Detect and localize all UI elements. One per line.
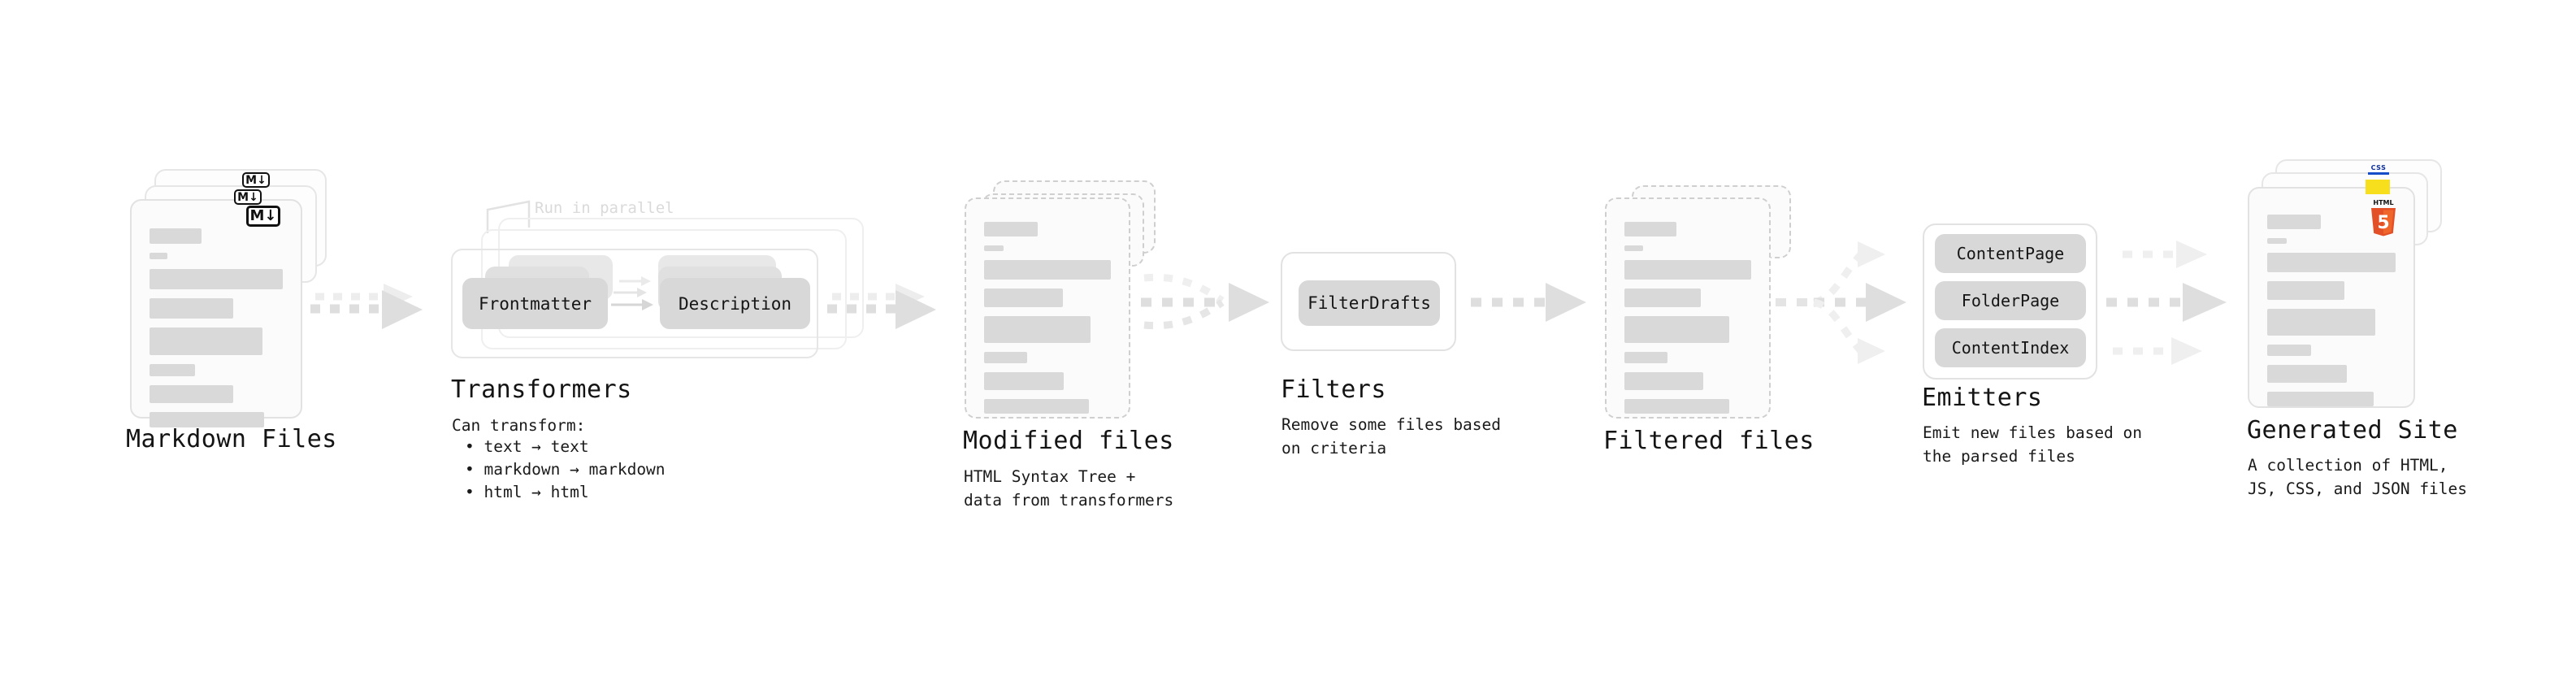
transformer-pill-description[interactable]: Description	[660, 278, 810, 329]
placeholder-bar	[150, 327, 263, 355]
markdown-icon-arrow: ↓	[264, 207, 277, 224]
transformers-bullet-0: • text → text	[465, 437, 589, 456]
modified-files-description: HTML Syntax Tree + data from transformer…	[964, 467, 1174, 510]
markdown-icon-back-1: M↓	[234, 189, 262, 205]
emitter-pill-folderpage[interactable]: FolderPage	[1935, 281, 2086, 320]
placeholder-bar	[2267, 392, 2374, 406]
markdown-icon-arrow: ↓	[249, 190, 258, 204]
filtered-card-front	[1605, 197, 1771, 419]
caption-filtered-files: Filtered files	[1603, 427, 1815, 455]
placeholder-bar	[150, 253, 167, 259]
caption-transformers: Transformers	[451, 375, 632, 404]
placeholder-bar	[1624, 372, 1703, 390]
placeholder-bar	[2267, 365, 2347, 383]
transformer-container-front	[451, 249, 818, 358]
placeholder-bar	[984, 222, 1038, 236]
placeholder-bar	[2267, 281, 2344, 300]
css-badge-label: CSS	[2370, 164, 2387, 171]
placeholder-bar	[1624, 316, 1730, 343]
placeholder-bar	[150, 228, 202, 244]
emitters-description: Emit new files based on the parsed files	[1923, 423, 2143, 466]
markdown-icon-letter: M	[249, 207, 265, 224]
emitter-pill-contentpage[interactable]: ContentPage	[1935, 234, 2086, 273]
placeholder-bar	[150, 385, 234, 403]
markdown-icon-letter: M	[245, 173, 258, 187]
transformers-bullet-1: • markdown → markdown	[465, 460, 666, 479]
placeholder-bar	[984, 372, 1065, 390]
svg-text:HTML: HTML	[2373, 199, 2393, 206]
placeholder-bar	[984, 245, 1004, 251]
placeholder-bar	[150, 412, 265, 427]
markdown-icon-back-2: M↓	[242, 172, 270, 188]
placeholder-bar	[1624, 222, 1676, 236]
placeholder-bar	[150, 269, 283, 289]
caption-emitters: Emitters	[1922, 384, 2043, 412]
html5-icon: HTML 5	[2368, 197, 2399, 236]
caption-filters: Filters	[1281, 375, 1386, 404]
placeholder-bar	[2267, 215, 2321, 229]
placeholder-bar	[984, 399, 1090, 414]
caption-markdown-files: Markdown Files	[126, 425, 337, 453]
placeholder-bar	[1624, 352, 1668, 363]
markdown-icon-arrow: ↓	[257, 173, 267, 187]
placeholder-bar	[1624, 245, 1643, 251]
placeholder-bar	[2267, 238, 2287, 244]
placeholder-bar	[150, 298, 234, 319]
filter-pill-filterdrafts[interactable]: FilterDrafts	[1299, 280, 1440, 326]
modified-card-front	[965, 197, 1130, 419]
caption-generated-site: Generated Site	[2247, 416, 2458, 445]
css-badge-bar	[2368, 172, 2389, 175]
placeholder-bar	[2267, 345, 2311, 356]
placeholder-bar	[2267, 309, 2375, 336]
placeholder-bar	[984, 316, 1091, 343]
placeholder-bar	[1624, 260, 1751, 280]
css-badge-icon: CSS	[2368, 164, 2389, 175]
transformer-pill-frontmatter[interactable]: Frontmatter	[462, 278, 608, 329]
transformers-bullet-2: • html → html	[465, 483, 589, 501]
markdown-icon: M↓	[246, 206, 280, 227]
filters-description: Remove some files based on criteria	[1281, 415, 1502, 458]
emitter-pill-contentindex[interactable]: ContentIndex	[1935, 328, 2086, 367]
placeholder-bar	[150, 364, 195, 376]
placeholder-bar	[2267, 253, 2396, 272]
transformers-description-intro: Can transform:	[452, 416, 586, 435]
svg-text:5: 5	[2377, 213, 2389, 233]
js-badge-icon	[2366, 180, 2390, 194]
placeholder-bar	[1624, 288, 1701, 307]
generated-site-description: A collection of HTML, JS, CSS, and JSON …	[2248, 456, 2468, 498]
run-in-parallel-label: Run in parallel	[535, 199, 674, 217]
placeholder-bar	[1624, 399, 1730, 414]
placeholder-bar	[984, 288, 1063, 307]
placeholder-bar	[984, 352, 1028, 363]
placeholder-bar	[984, 260, 1111, 280]
markdown-card-front	[130, 199, 302, 427]
markdown-icon-letter: M	[237, 190, 249, 204]
caption-modified-files: Modified files	[963, 427, 1174, 455]
